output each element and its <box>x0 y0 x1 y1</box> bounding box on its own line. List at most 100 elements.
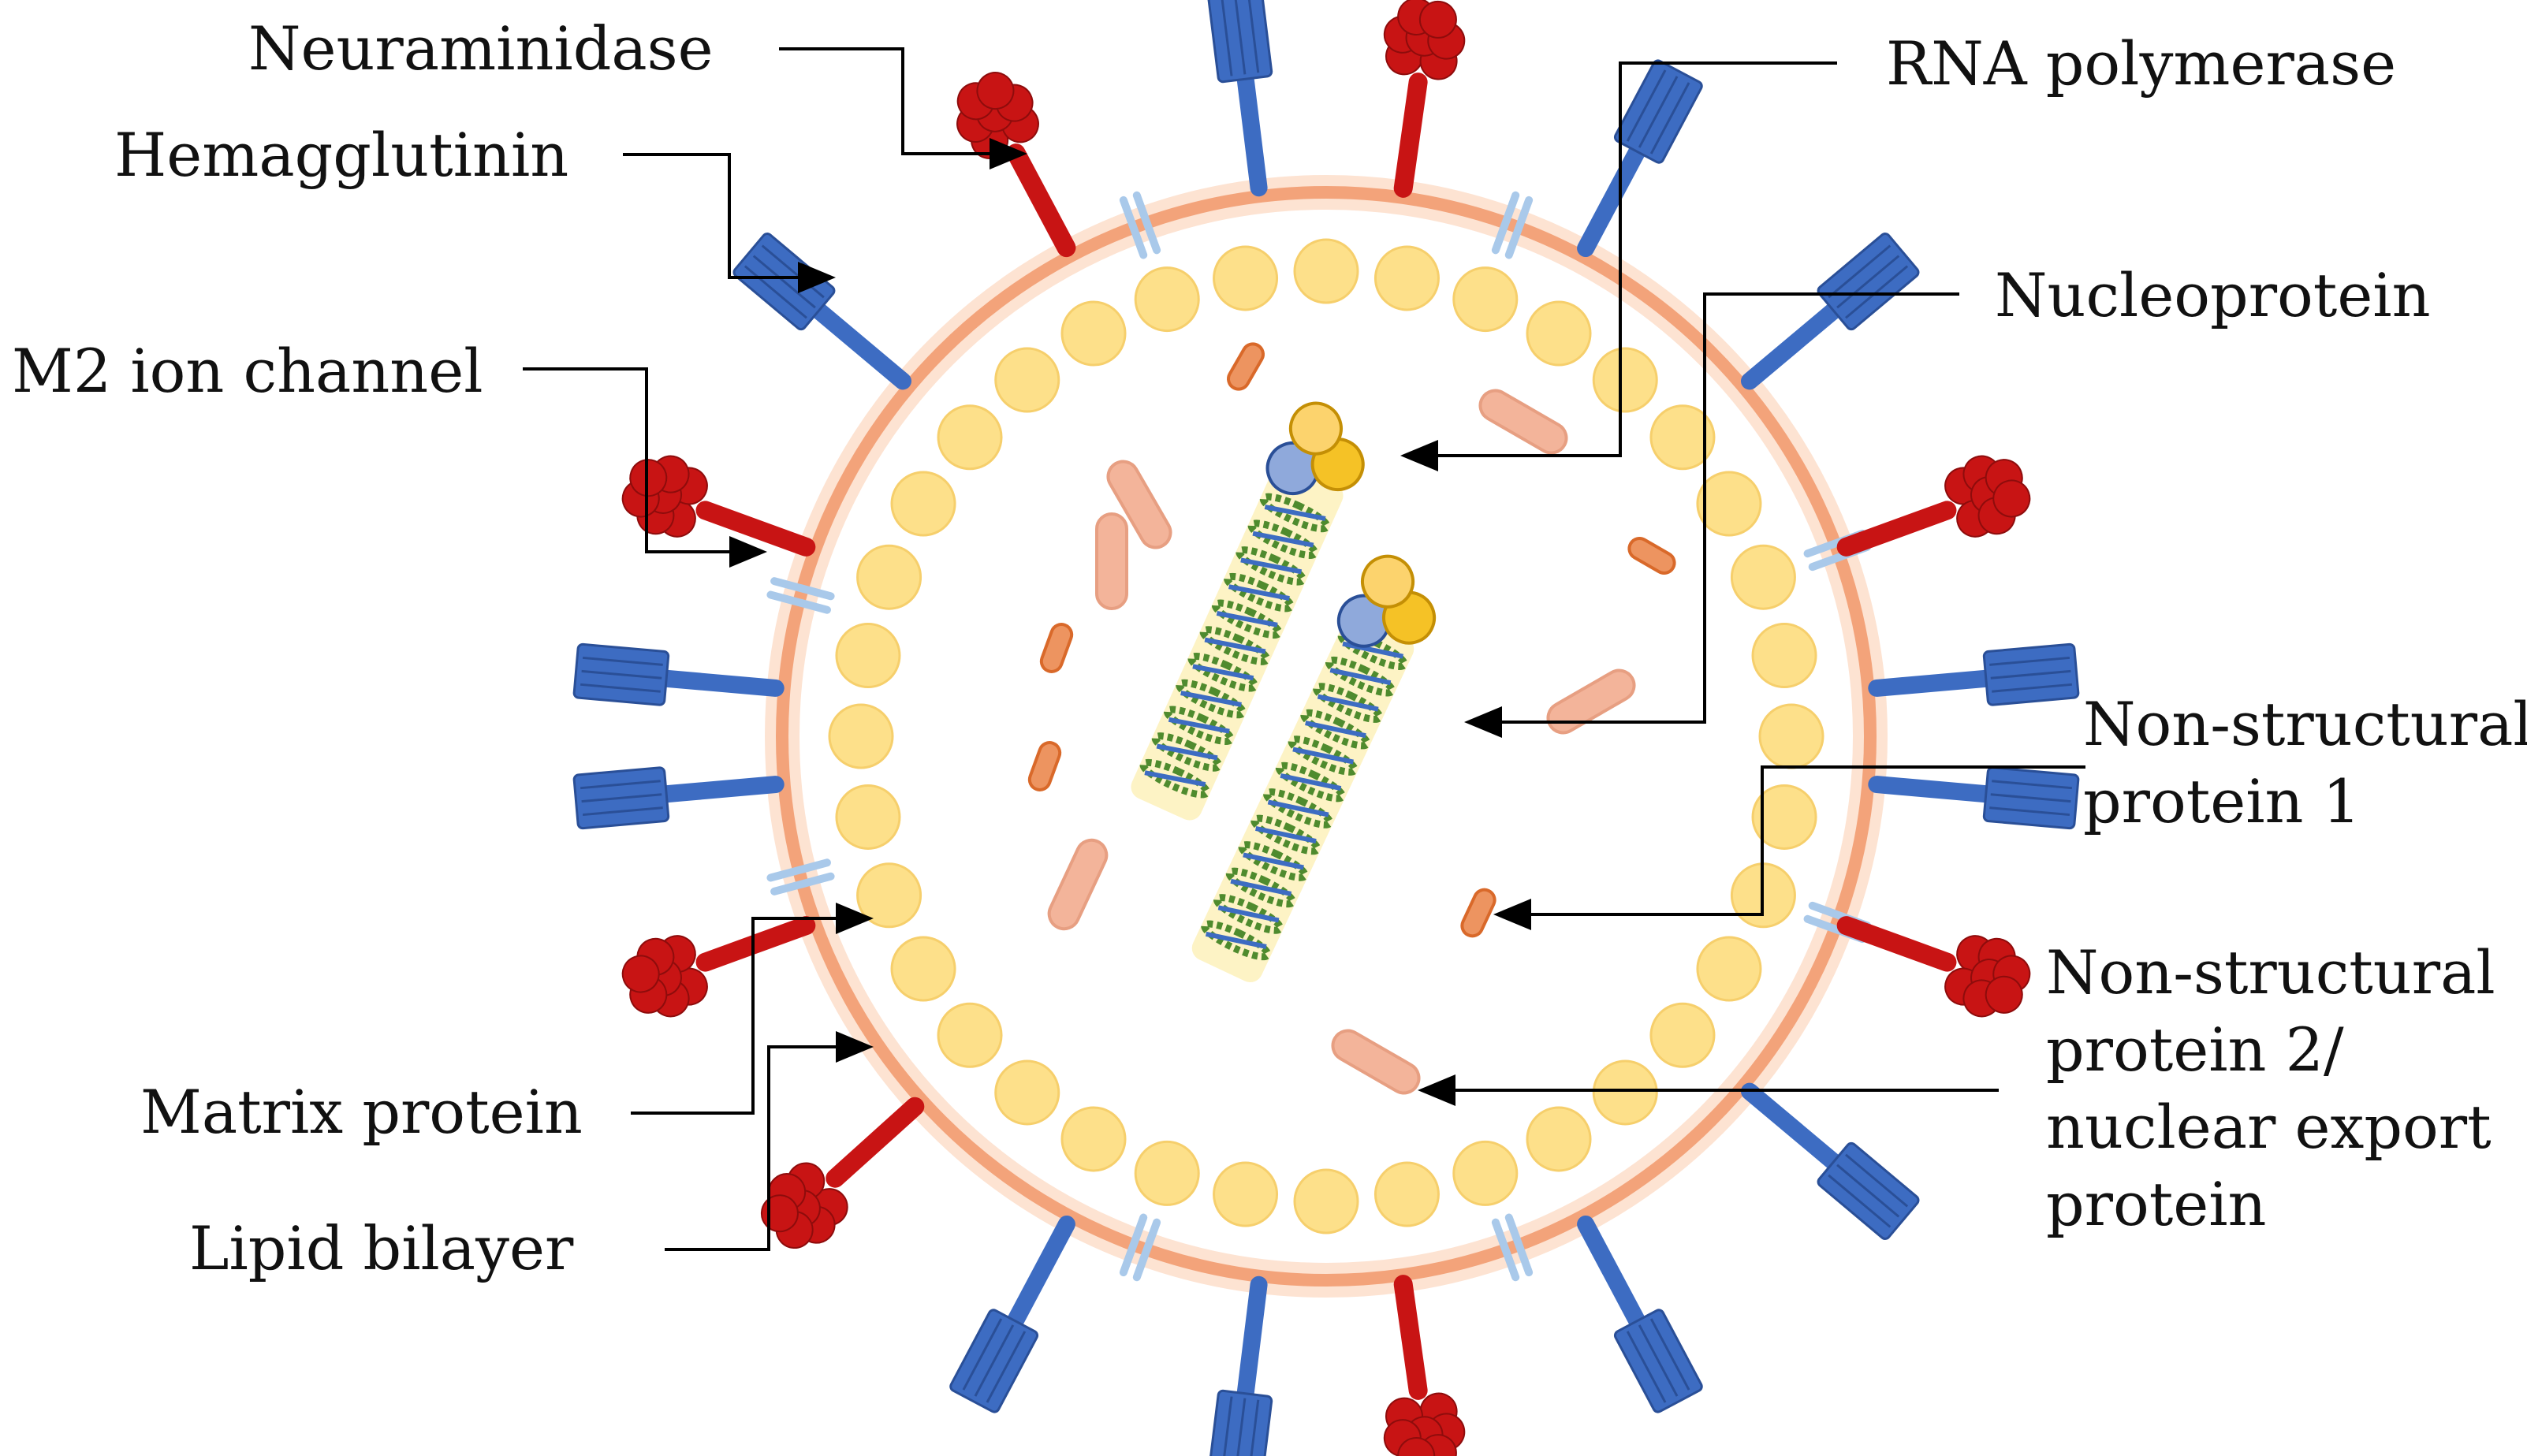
nucleoprotein-turn <box>1139 758 1211 799</box>
rna-strand <box>1329 668 1392 686</box>
nucleoprotein-turn <box>1250 814 1321 855</box>
hemagglutinin-spike <box>621 455 816 557</box>
ns1-capsule <box>1027 741 1062 791</box>
ns1-capsule <box>1039 623 1074 673</box>
m2-ion-channel <box>1119 191 1161 259</box>
leader-line <box>1502 292 1959 724</box>
neuraminidase-spike <box>1577 1215 1703 1413</box>
matrix-protein <box>994 1059 1060 1126</box>
m2-ion-channel-label: M2 ion channel <box>12 336 483 406</box>
matrix-protein <box>856 544 922 610</box>
matrix-protein <box>1134 266 1200 333</box>
leader-line <box>1531 765 2085 916</box>
hemagglutinin-spike <box>1836 455 2031 557</box>
matrix-protein <box>994 347 1060 413</box>
arrow-head <box>990 138 1027 169</box>
hemagglutinin-spike <box>1836 916 2031 1018</box>
arrow-head <box>1418 1074 1455 1106</box>
neuraminidase-spike <box>1740 233 1920 390</box>
nucleoprotein-turn <box>1224 572 1295 613</box>
matrix-protein <box>1751 784 1817 850</box>
m2-ion-channel <box>766 577 835 614</box>
ns2-label-line: nuclear export <box>2046 1092 2492 1162</box>
matrix-protein <box>1452 266 1519 333</box>
matrix-protein <box>1649 1002 1716 1068</box>
matrix-protein <box>890 936 956 1002</box>
nep-capsule <box>1106 460 1172 549</box>
rna-strand <box>1255 825 1317 843</box>
neuraminidase-spike <box>572 642 785 706</box>
nucleoprotein-turn <box>1325 656 1396 697</box>
matrix-protein <box>1373 1161 1440 1227</box>
rna-strand <box>1156 743 1218 761</box>
nucleoprotein-turn <box>1313 683 1384 723</box>
lipid-bilayer-label: Lipid bilayer <box>189 1213 574 1283</box>
ns2-nep-label: Non-structural protein 2/ nuclear export… <box>2046 934 2495 1243</box>
nucleoprotein-turn <box>1187 653 1259 692</box>
matrix-protein <box>1592 1059 1658 1126</box>
nep-capsule <box>1478 389 1568 455</box>
rna-strand <box>1342 641 1404 659</box>
m2-ion-channel <box>766 858 835 896</box>
matrix-protein <box>1452 1140 1519 1206</box>
arrow-head <box>1400 440 1438 471</box>
nucleoprotein-turn <box>1213 894 1284 934</box>
ns1-capsule <box>1460 888 1496 938</box>
nep-capsule <box>1546 668 1636 735</box>
neuraminidase-spike <box>1868 642 2080 706</box>
nucleoprotein-turn <box>1263 788 1334 829</box>
matrix-protein <box>1373 245 1440 311</box>
leader-line <box>779 47 990 155</box>
matrix-protein <box>1060 1106 1127 1172</box>
nucleoprotein-turn <box>1275 762 1346 802</box>
leader-line <box>665 1045 836 1251</box>
nucleoprotein-turn <box>1300 709 1371 750</box>
nucleoprotein-turn <box>1259 493 1331 533</box>
arrow-head <box>1493 899 1531 930</box>
rna-polymerase-pb2 <box>1288 401 1343 456</box>
matrix-protein <box>1696 936 1762 1002</box>
rna-strand <box>1264 505 1326 521</box>
arrow-head <box>798 262 836 293</box>
nucleoprotein-turn <box>1247 519 1319 559</box>
nep-capsule <box>1331 1029 1421 1095</box>
rna-strand <box>1228 584 1290 601</box>
hemagglutinin-spike <box>956 72 1076 258</box>
rna-strand <box>1305 721 1366 739</box>
rna-strand <box>1217 905 1280 923</box>
neuraminidase-spike <box>572 766 785 830</box>
matrix-protein <box>1592 347 1658 413</box>
ns1-label-line: protein 1 <box>2083 766 2361 836</box>
rna-strand <box>1205 931 1267 949</box>
hemagglutinin-spike <box>1383 0 1466 198</box>
arrow-head <box>836 903 874 934</box>
matrix-protein <box>937 404 1003 471</box>
rna-strand <box>1267 799 1329 817</box>
leader-line <box>523 367 729 553</box>
matrix-protein <box>1134 1140 1200 1206</box>
nucleoprotein-turn <box>1225 867 1296 908</box>
hemagglutinin-spike <box>760 1097 925 1249</box>
matrix-protein <box>1060 300 1127 367</box>
m2-ion-channel <box>1491 1213 1534 1282</box>
matrix-protein <box>1758 703 1824 769</box>
virus-envelope <box>765 175 1888 1298</box>
nep-capsule <box>1047 838 1109 931</box>
leader-line <box>623 153 798 279</box>
nucleoprotein-turn <box>1199 626 1271 665</box>
matrix-protein <box>835 784 901 850</box>
ns2-label-line: protein <box>2046 1169 2267 1239</box>
rna-strand <box>1243 852 1304 870</box>
hemagglutinin-label: Hemagglutinin <box>114 120 569 190</box>
matrix-protein <box>890 471 956 537</box>
matrix-protein <box>1526 300 1592 367</box>
ns1-capsule <box>1227 342 1265 391</box>
rna-strand <box>1230 878 1292 896</box>
ns1-label-line: Non-structural <box>2083 689 2527 759</box>
neuraminidase-spike <box>1868 766 2080 830</box>
nucleoprotein-label: Nucleoprotein <box>1995 260 2431 330</box>
matrix-protein <box>1649 404 1716 471</box>
matrix-protein <box>1730 544 1796 610</box>
rna-strand <box>1144 770 1206 788</box>
ribonucleoprotein <box>1191 554 1437 983</box>
